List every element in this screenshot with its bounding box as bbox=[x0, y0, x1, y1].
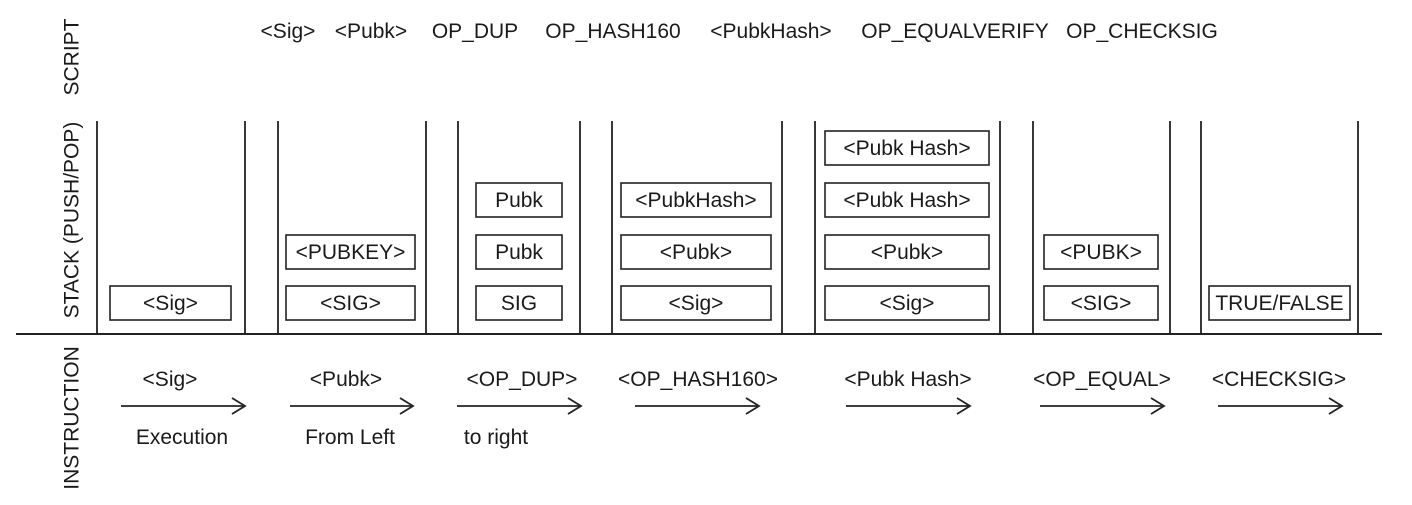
stack-item-label: Pubk bbox=[495, 189, 543, 212]
stack-item-label: <PUBKEY> bbox=[296, 241, 406, 264]
instruction-step: <CHECKSIG> bbox=[1212, 368, 1346, 415]
instruction-note: to right bbox=[464, 426, 528, 449]
stack-column: TRUE/FALSE bbox=[1200, 121, 1359, 334]
stack-item-box bbox=[285, 285, 416, 321]
stack-item-box bbox=[824, 285, 990, 321]
instruction-step: <OP_DUP>to right bbox=[457, 368, 583, 449]
stack-item-box bbox=[824, 130, 990, 166]
stack-column: <SIG> <PUBK> bbox=[1032, 121, 1171, 334]
script-token: <PubkHash> bbox=[710, 20, 831, 43]
stack-item-box bbox=[109, 285, 232, 321]
stack-item-label: Pubk bbox=[495, 241, 543, 264]
instruction-step: <Pubk> From Left bbox=[290, 368, 415, 449]
stack-columns: <Sig><SIG><PUBKEY>SIGPubkPubk<Sig><Pubk>… bbox=[96, 121, 1359, 334]
stack-item-label: <Sig> bbox=[880, 292, 935, 315]
arrow-right-icon bbox=[231, 397, 247, 415]
stack-item-label: <Sig> bbox=[669, 292, 724, 315]
script-token: <Sig> bbox=[261, 20, 316, 43]
script-token: OP_CHECKSIG bbox=[1066, 20, 1218, 43]
instruction-label: <Pubk> bbox=[310, 368, 382, 391]
instruction-row: <Sig> Execution <Pubk> From Left <OP_DUP>to … bbox=[121, 368, 1346, 449]
instruction-step: <OP_HASH160> bbox=[618, 368, 778, 415]
stack-item-box bbox=[1043, 234, 1159, 270]
stack-column: <SIG> <PUBKEY> bbox=[277, 121, 427, 334]
stack-item-box bbox=[475, 234, 563, 270]
arrow-right-icon bbox=[745, 397, 761, 415]
arrow-right-icon bbox=[567, 397, 583, 415]
arrow-right-icon bbox=[399, 397, 415, 415]
instruction-row-label: INSTRUCTION bbox=[61, 346, 84, 490]
stack-row-label: STACK (PUSH/POP) bbox=[61, 122, 84, 319]
stack-item-box bbox=[620, 234, 772, 270]
stack-item-box bbox=[475, 285, 563, 321]
stack-item-box bbox=[824, 182, 990, 218]
stack-item-box bbox=[475, 182, 563, 218]
stack-column: <Sig> <Pubk> <Pubk Hash> <Pubk Hash> bbox=[814, 121, 1001, 334]
stack-item-label: SIG bbox=[501, 292, 537, 315]
instruction-label: <Sig> bbox=[143, 368, 198, 391]
script-token-row: <Sig> <Pubk> OP_DUP OP_HASH160 <PubkHash> OP_… bbox=[261, 20, 1218, 43]
stack-item-label: <SIG> bbox=[320, 292, 381, 315]
script-token: OP_EQUALVERIFY bbox=[861, 20, 1049, 43]
stack-item-box bbox=[1043, 285, 1159, 321]
script-row-label: SCRIPT bbox=[61, 18, 84, 95]
stack-item-box bbox=[824, 234, 990, 270]
stack-item-label: <SIG> bbox=[1071, 292, 1132, 315]
stack-item-label: TRUE/FALSE bbox=[1215, 292, 1343, 315]
stack-column: <Sig> bbox=[96, 121, 246, 334]
arrow-right-icon bbox=[956, 397, 972, 415]
stack-item-box bbox=[1208, 285, 1351, 321]
instruction-step: <Pubk Hash> bbox=[844, 368, 972, 415]
stack-item-label: <Sig> bbox=[143, 292, 198, 315]
stack-item-box bbox=[620, 285, 772, 321]
stack-item-label: <Pubk> bbox=[660, 241, 732, 264]
instruction-note: Execution bbox=[136, 426, 228, 449]
stack-item-box bbox=[285, 234, 416, 270]
instruction-step: <Sig> Execution bbox=[121, 368, 247, 449]
instruction-label: <OP_HASH160> bbox=[618, 368, 778, 391]
stack-column: <Sig> <Pubk> <PubkHash> bbox=[611, 121, 783, 334]
script-token: OP_HASH160 bbox=[545, 20, 680, 43]
instruction-note: From Left bbox=[305, 426, 395, 449]
stack-item-label: <PubkHash> bbox=[635, 189, 756, 212]
stack-item-label: <PUBK> bbox=[1060, 241, 1142, 264]
instruction-label: <CHECKSIG> bbox=[1212, 368, 1346, 391]
instruction-label: <OP_EQUAL> bbox=[1033, 368, 1171, 391]
instruction-label: <OP_DUP> bbox=[467, 368, 578, 391]
stack-item-label: <Pubk Hash> bbox=[843, 137, 970, 160]
stack-item-label: <Pubk Hash> bbox=[843, 189, 970, 212]
arrow-right-icon bbox=[1150, 397, 1166, 415]
arrow-right-icon bbox=[1328, 397, 1344, 415]
instruction-label: <Pubk Hash> bbox=[844, 368, 971, 391]
stack-item-box bbox=[620, 182, 772, 218]
script-token: <Pubk> bbox=[335, 20, 407, 43]
instruction-step: <OP_EQUAL> bbox=[1033, 368, 1171, 415]
script-token: OP_DUP bbox=[432, 20, 518, 43]
stack-item-label: <Pubk> bbox=[871, 241, 943, 264]
